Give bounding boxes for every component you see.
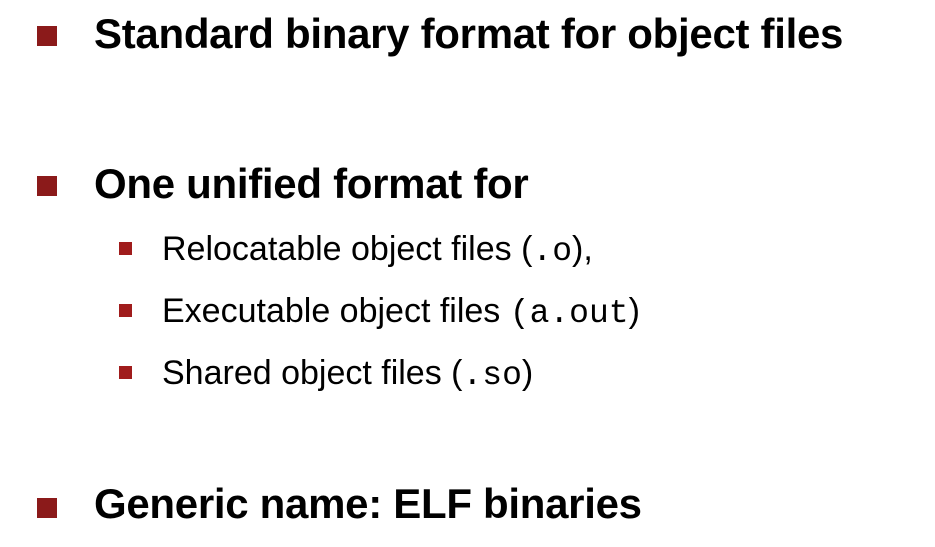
sub-bullet-text: Shared object files (.so)	[162, 354, 533, 394]
square-bullet-icon	[119, 366, 132, 379]
sub-bullet-shared: Shared object files (.so)	[0, 352, 935, 398]
sub-bullet-prefix: Executable object files	[162, 292, 510, 330]
bullet-text: Standard binary format for object files	[94, 10, 844, 57]
sub-bullet-suffix: ),	[572, 230, 593, 268]
sub-bullet-text: Relocatable object files (.o),	[162, 230, 593, 270]
bullet-text: One unified format for	[94, 160, 529, 207]
square-bullet-icon	[119, 242, 132, 255]
code-snippet: .o	[532, 233, 573, 270]
sub-bullet-relocatable: Relocatable object files (.o),	[0, 228, 935, 274]
code-snippet: .so	[462, 357, 522, 394]
sub-bullet-prefix: Relocatable object files (	[162, 230, 533, 268]
square-bullet-icon	[37, 498, 57, 518]
sub-bullet-executable: Executable object files (a.out)	[0, 290, 935, 336]
bullet-text: Generic name: ELF binaries	[94, 480, 642, 527]
bullet-unified-format: One unified format for	[0, 158, 935, 214]
sub-bullet-suffix: )	[521, 354, 534, 392]
square-bullet-icon	[119, 304, 132, 317]
code-snippet: (a.out	[509, 295, 629, 332]
sub-bullet-suffix: )	[628, 292, 640, 330]
bullet-standard-format: Standard binary format for object files	[0, 8, 935, 64]
bullet-generic-name: Generic name: ELF binaries	[0, 478, 935, 534]
sub-bullet-prefix: Shared object files (	[162, 354, 463, 392]
square-bullet-icon	[37, 26, 57, 46]
sub-bullet-text: Executable object files (a.out)	[162, 292, 640, 332]
square-bullet-icon	[37, 176, 57, 196]
